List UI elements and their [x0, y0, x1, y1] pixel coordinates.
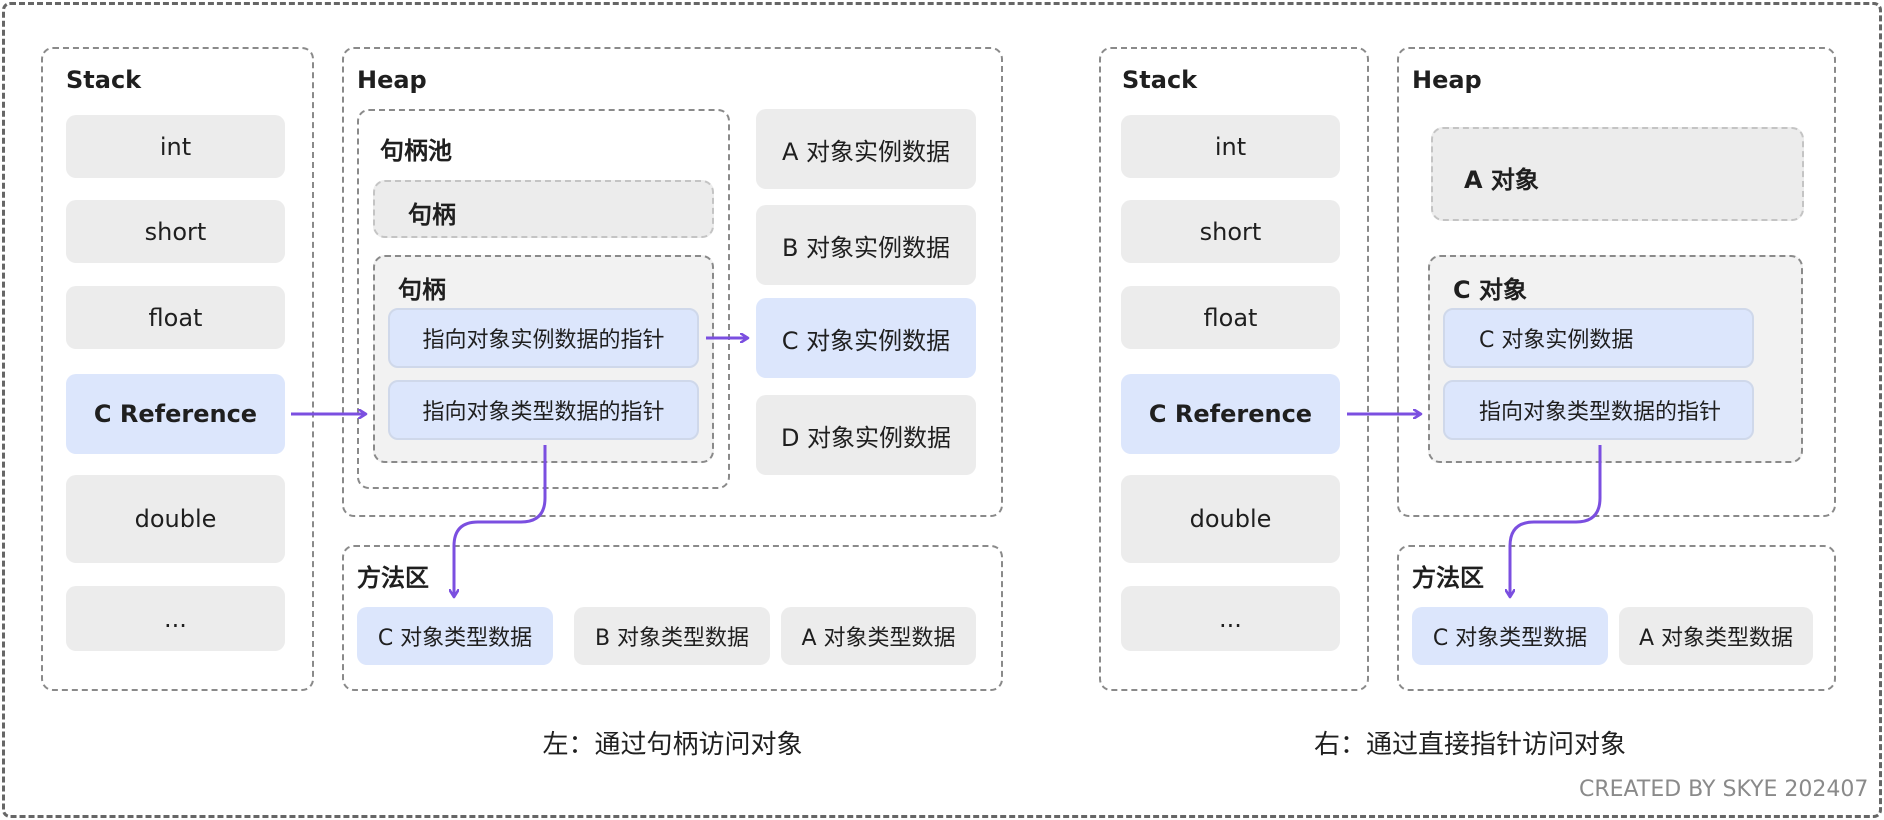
right-a-type-data: A 对象类型数据: [1619, 607, 1813, 665]
left-stack-double: double: [66, 475, 285, 563]
left-method-area-title: 方法区: [357, 564, 429, 592]
type-data-pointer: 指向对象类型数据的指针: [388, 380, 699, 440]
a-instance-data: A 对象实例数据: [756, 109, 976, 189]
right-stack-c-reference: C Reference: [1121, 374, 1340, 454]
left-c-type-data: C 对象类型数据: [357, 607, 553, 665]
left-heap-panel: [342, 47, 1003, 517]
right-stack-float: float: [1121, 286, 1340, 349]
instance-data-pointer: 指向对象实例数据的指针: [388, 308, 699, 368]
right-method-area-title: 方法区: [1412, 564, 1484, 592]
left-stack-c-reference: C Reference: [66, 374, 285, 454]
right-c-type-data: C 对象类型数据: [1412, 607, 1608, 665]
left-method-area-panel: [342, 545, 1003, 691]
b-instance-data: B 对象实例数据: [756, 205, 976, 285]
right-caption: 右：通过直接指针访问对象: [1313, 730, 1626, 760]
left-stack-title: Stack: [66, 66, 142, 94]
right-stack-int: int: [1121, 115, 1340, 178]
left-stack-short: short: [66, 200, 285, 263]
left-stack-int: int: [66, 115, 285, 178]
right-stack-title: Stack: [1122, 66, 1198, 94]
left-a-type-data: A 对象类型数据: [781, 607, 976, 665]
d-instance-data: D 对象实例数据: [756, 395, 976, 475]
handle-1-label: 句柄: [408, 201, 456, 229]
object-a-label: A 对象: [1464, 166, 1539, 194]
left-stack-ellipsis: ...: [66, 586, 285, 651]
handle-pool-title: 句柄池: [380, 137, 452, 165]
object-c-type-pointer: 指向对象类型数据的指针: [1443, 380, 1754, 440]
left-stack-panel: [41, 47, 314, 691]
left-caption: 左：通过句柄访问对象: [542, 730, 803, 760]
right-stack-panel: [1099, 47, 1369, 691]
right-method-area-panel: [1397, 545, 1836, 691]
object-c-title: C 对象: [1453, 276, 1527, 304]
right-heap-panel: [1397, 47, 1836, 517]
right-heap-title: Heap: [1412, 66, 1482, 94]
left-heap-title: Heap: [357, 66, 427, 94]
handle-1: [373, 180, 714, 238]
credit-text: CREATED BY SKYE 202407: [1579, 777, 1869, 802]
right-stack-short: short: [1121, 200, 1340, 263]
right-stack-double: double: [1121, 475, 1340, 563]
c-instance-data: C 对象实例数据: [756, 298, 976, 378]
object-a: [1431, 127, 1804, 221]
handle-2-title: 句柄: [398, 276, 446, 304]
object-c-instance-data: C 对象实例数据: [1443, 308, 1754, 368]
left-b-type-data: B 对象类型数据: [574, 607, 770, 665]
left-stack-float: float: [66, 286, 285, 349]
right-stack-ellipsis: ...: [1121, 586, 1340, 651]
